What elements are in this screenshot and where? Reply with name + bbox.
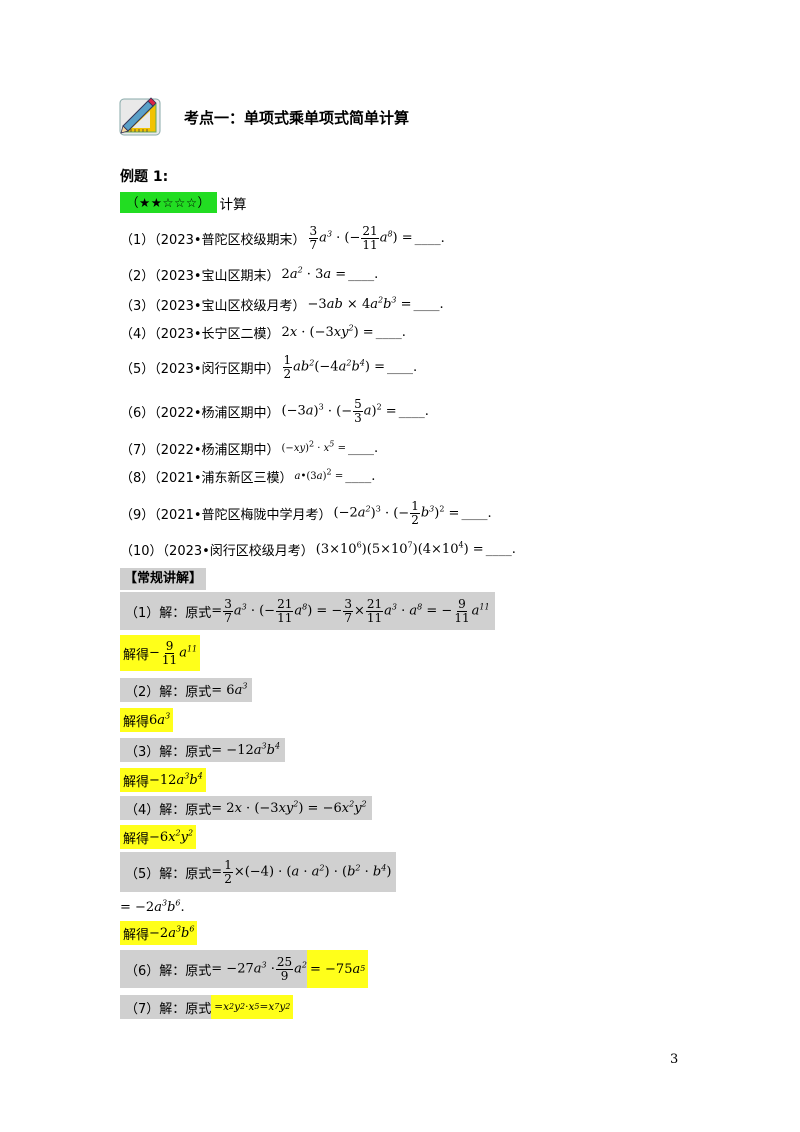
question-expression: a•(3a)2 = xyxy=(294,467,344,482)
answer-blank: ____. xyxy=(386,359,418,375)
answer-blank: ____. xyxy=(413,296,444,312)
solution-expression: = 6a3 xyxy=(211,681,248,698)
question-7: （7）（2022•杨浦区期中） (−xy)2 · x5 = ____. xyxy=(120,437,378,459)
solution-label: （3）解：原式 xyxy=(125,744,212,760)
answer-label: 解得 xyxy=(123,774,150,790)
solution-label: （2）解：原式 xyxy=(125,684,212,700)
example-label: 例题 1: xyxy=(120,169,169,185)
question-label: （5）（2023•闵行区期中） xyxy=(120,361,280,377)
explanation-heading: 【常规讲解】 xyxy=(120,568,207,590)
answer-label: 解得 xyxy=(123,927,150,943)
answer-3: 解得 −12a3b4 xyxy=(120,768,206,792)
question-label: （1）（2023•普陀区校级期末） xyxy=(120,232,306,248)
answer-label: 解得 xyxy=(123,714,150,730)
answer-blank: ____. xyxy=(461,505,492,521)
answer-expression: −12a3b4 xyxy=(149,771,203,788)
answer-blank: ____. xyxy=(485,541,516,557)
question-expression: −3ab × 4a2b3 = xyxy=(307,295,412,312)
question-label: （7）（2022•杨浦区期中） xyxy=(120,442,280,458)
solution-label: （4）解：原式 xyxy=(125,802,212,818)
question-expression: (3×106)(5×107)(4×104) = xyxy=(315,540,484,557)
answer-blank: ____. xyxy=(414,230,445,246)
question-label: （2）（2023•宝山区期末） xyxy=(120,268,280,284)
solution-expression: = −2a3b6. xyxy=(120,898,185,915)
answer-expression: 6a3 xyxy=(149,711,171,728)
question-3: （3）（2023•宝山区校级月考） −3ab × 4a2b3 = ____. xyxy=(120,293,444,315)
question-expression: 2a2 · 3a = xyxy=(281,265,347,282)
solution-expression: = 2x · (−3xy2) = −6x2y2 xyxy=(211,799,367,816)
pencil-ruler-icon xyxy=(119,97,161,136)
task-label: 计算 xyxy=(219,196,247,213)
answer-label: 解得 xyxy=(123,647,150,663)
answer-blank: ____. xyxy=(398,403,429,419)
question-expression: (−xy)2 · x5 = xyxy=(281,439,346,454)
page-number: 3 xyxy=(670,1052,679,1067)
difficulty-stars: （★★☆☆☆） xyxy=(120,192,217,213)
question-8: （8）（2021•浦东新区三模） a•(3a)2 = ____. xyxy=(120,465,375,487)
question-label: （8）（2021•浦东新区三模） xyxy=(120,470,293,486)
question-label: （3）（2023•宝山区校级月考） xyxy=(120,298,306,314)
question-expression: 2x · (−3xy2) = xyxy=(281,323,374,340)
solution-expression: = −12a3b4 xyxy=(211,741,281,758)
solution-label: （7）解：原式 xyxy=(125,1001,212,1017)
question-label: （10）（2023•闵行区校级月考） xyxy=(120,543,314,559)
question-10: （10）（2023•闵行区校级月考） (3×106)(5×107)(4×104)… xyxy=(120,538,516,560)
solution-3: （3）解：原式 = −12a3b4 xyxy=(120,738,286,762)
solution-4: （4）解：原式 = 2x · (−3xy2) = −6x2y2 xyxy=(120,796,372,820)
solution-2: （2）解：原式 = 6a3 xyxy=(120,678,253,702)
difficulty-row: （★★☆☆☆） 计算 xyxy=(120,192,247,213)
answer-2: 解得 6a3 xyxy=(120,708,174,732)
question-label: （6）（2022•杨浦区期中） xyxy=(120,405,280,421)
answer-expression: −6x2y2 xyxy=(149,828,194,845)
question-4: （4）（2023•长宁区二模） 2x · (−3xy2) = ____. xyxy=(120,321,406,343)
solution-label: （5）解：原式 xyxy=(125,866,212,882)
answer-blank: ____. xyxy=(345,468,376,484)
answer-blank: ____. xyxy=(375,324,406,340)
answer-5: 解得 −2a3b6 xyxy=(120,921,198,945)
question-2: （2）（2023•宝山区期末） 2a2 · 3a = ____. xyxy=(120,263,378,285)
answer-blank: ____. xyxy=(347,440,379,456)
answer-4: 解得 −6x2y2 xyxy=(120,825,197,849)
solution-label: （6）解：原式 xyxy=(125,963,212,979)
answer-expression: −2a3b6 xyxy=(149,924,195,941)
answer-blank: ____. xyxy=(348,266,379,282)
solution-5-result: = −2a3b6. xyxy=(120,896,185,918)
question-label: （9）（2021•普陀区梅陇中学月考） xyxy=(120,507,332,523)
section-title: 考点一：单项式乘单项式简单计算 xyxy=(184,108,410,127)
section-header: 考点一：单项式乘单项式简单计算 xyxy=(118,95,409,139)
answer-label: 解得 xyxy=(123,831,150,847)
solution-label: （1）解：原式 xyxy=(125,605,212,621)
question-label: （4）（2023•长宁区二模） xyxy=(120,326,280,342)
